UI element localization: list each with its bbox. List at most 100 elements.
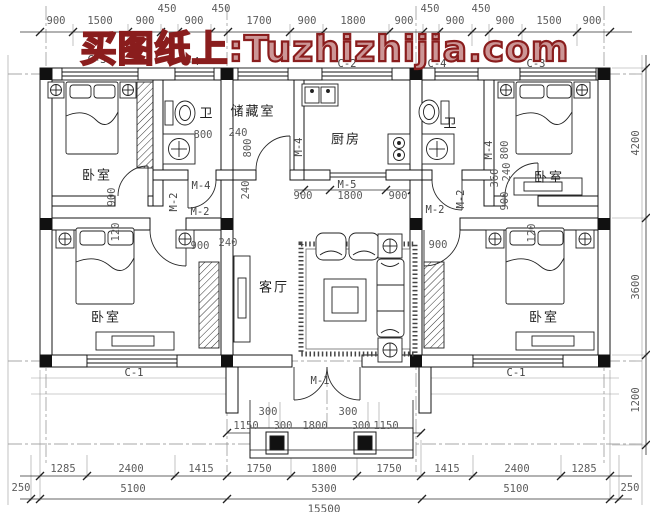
dim-bedbl-door: 900 [190, 239, 210, 252]
dim-bot-1285-l: 1285 [50, 462, 76, 475]
nightstand-icon [575, 229, 595, 249]
dim-porch-300-l2: 300 [273, 419, 293, 432]
coffee-table [323, 278, 367, 322]
door-mark-m4-right: M-4 [482, 140, 495, 160]
dim-porch-300-r1: 300 [338, 405, 358, 418]
sink-left-icon [162, 133, 196, 165]
nightstand-icon [119, 81, 137, 99]
door-mark-m2-left-v: M-2 [167, 192, 180, 212]
dim-bathr-240: 240 [500, 162, 513, 182]
wardrobe-top-left [136, 81, 154, 169]
dim-top-4: 450 [157, 2, 177, 15]
side-table-lamp-icon [377, 233, 403, 259]
nightstand-icon [47, 81, 65, 99]
entry-porch [249, 400, 414, 459]
structural-columns [40, 68, 610, 367]
desk-bottom-right [515, 331, 595, 351]
dim-bot-5100-l: 5100 [120, 482, 146, 495]
dim-storage-800: 800 [241, 138, 254, 158]
dim-right-4200: 4200 [629, 130, 642, 156]
dim-bot-5300: 5300 [311, 482, 337, 495]
wardrobe-bottom-right [423, 261, 445, 349]
window-mark-c1-left: C-1 [124, 366, 144, 379]
dim-porch-1800: 1800 [302, 419, 328, 432]
dim-bot-250-l: 250 [11, 481, 31, 494]
bed-bottom-left [75, 227, 135, 305]
nightstand-icon [55, 229, 75, 249]
dim-kitchen-left: 900 [293, 189, 313, 202]
door-mark-m5: M-5 [337, 178, 357, 191]
dim-bedbr-door: 900 [428, 238, 448, 251]
window-mark-c4-left: C-4 [180, 55, 200, 68]
toilet-right-icon [418, 99, 450, 125]
desk-bottom-left [95, 331, 175, 351]
toilet-left-icon [164, 100, 196, 126]
dim-bathr-360: 360 [488, 168, 501, 188]
room-label-bedroom-top-left: 卧室 [81, 168, 113, 184]
kitchen-sink-icon [301, 83, 339, 107]
sink-right-icon [421, 133, 455, 165]
dim-bot-250-r: 250 [620, 481, 640, 494]
room-label-kitchen: 厨房 [330, 132, 362, 148]
door-mark-m1: M-1 [310, 374, 330, 387]
bed-bottom-right [505, 227, 565, 305]
room-label-bedroom-bottom-right: 卧室 [528, 310, 560, 326]
stove-icon [387, 133, 411, 165]
dim-kitchen-opening: 1800 [337, 189, 363, 202]
dim-top-10: 900 [394, 14, 414, 27]
rug [298, 241, 418, 357]
windows [61, 67, 597, 368]
dim-storage-240: 240 [239, 180, 252, 200]
bed-top-left [65, 81, 119, 155]
dim-bedbl-wall: 240 [218, 236, 238, 249]
dim-bot-1415-l: 1415 [188, 462, 214, 475]
room-label-living-room: 客厅 [258, 280, 290, 296]
nightstand-icon [497, 81, 515, 99]
nightstand-icon [485, 229, 505, 249]
wardrobe-bottom-left [198, 261, 220, 349]
room-label-bath-left: 卫 [199, 106, 215, 122]
dim-bot-1285-r: 1285 [571, 462, 597, 475]
dim-right-3600: 3600 [629, 274, 642, 300]
dim-bot-2400-l: 2400 [118, 462, 144, 475]
dim-bathl-wall: 240 [228, 126, 248, 139]
door-mark-m4-left: M-4 [191, 179, 211, 192]
dim-bedtl-door: 900 [105, 187, 118, 207]
dim-porch-1150-r: 1150 [373, 419, 399, 432]
window-mark-c4-right: C-4 [427, 57, 447, 70]
dim-top-6: 450 [211, 2, 231, 15]
dim-bot-1415-r: 1415 [434, 462, 460, 475]
dim-bedtr-door: 900 [498, 191, 511, 211]
door-mark-m4-storage: M-4 [292, 137, 305, 157]
dim-top-2: 1500 [87, 14, 113, 27]
side-table-lamp-icon [377, 337, 403, 363]
door-mark-m2-left-h: M-2 [190, 205, 210, 218]
dim-top-11: 450 [420, 2, 440, 15]
room-label-storage: 储藏室 [230, 104, 276, 120]
dim-top-12: 900 [445, 14, 465, 27]
dim-top-1: 900 [46, 14, 66, 27]
dim-bot-1750-r: 1750 [376, 462, 402, 475]
dim-kitchen-right: 900 [388, 189, 408, 202]
dim-top-13: 450 [471, 2, 491, 15]
tv-cabinet [233, 255, 251, 343]
dim-bot-1750-l: 1750 [246, 462, 272, 475]
door-mark-m2-right-h: M-2 [425, 203, 445, 216]
dim-bathr-800: 800 [498, 140, 511, 160]
room-label-bath-right: 卫 [443, 116, 459, 132]
room-label-bedroom-bottom-left: 卧室 [90, 310, 122, 326]
dim-bot-1800: 1800 [311, 462, 337, 475]
bed-top-right [515, 81, 573, 155]
window-mark-c3-left: C-3 [87, 53, 107, 66]
window-mark-c2: C-2 [337, 57, 357, 70]
dim-top-14: 900 [495, 14, 515, 27]
window-mark-c3-right: C-3 [526, 57, 546, 70]
dim-bathl-door: 800 [193, 128, 213, 141]
dim-top-9: 1800 [340, 14, 366, 27]
dim-top-7: 1700 [246, 14, 272, 27]
watermark-text: 买图纸上:Tuzhizhijia.com [80, 28, 570, 71]
dim-top-3: 900 [135, 14, 155, 27]
